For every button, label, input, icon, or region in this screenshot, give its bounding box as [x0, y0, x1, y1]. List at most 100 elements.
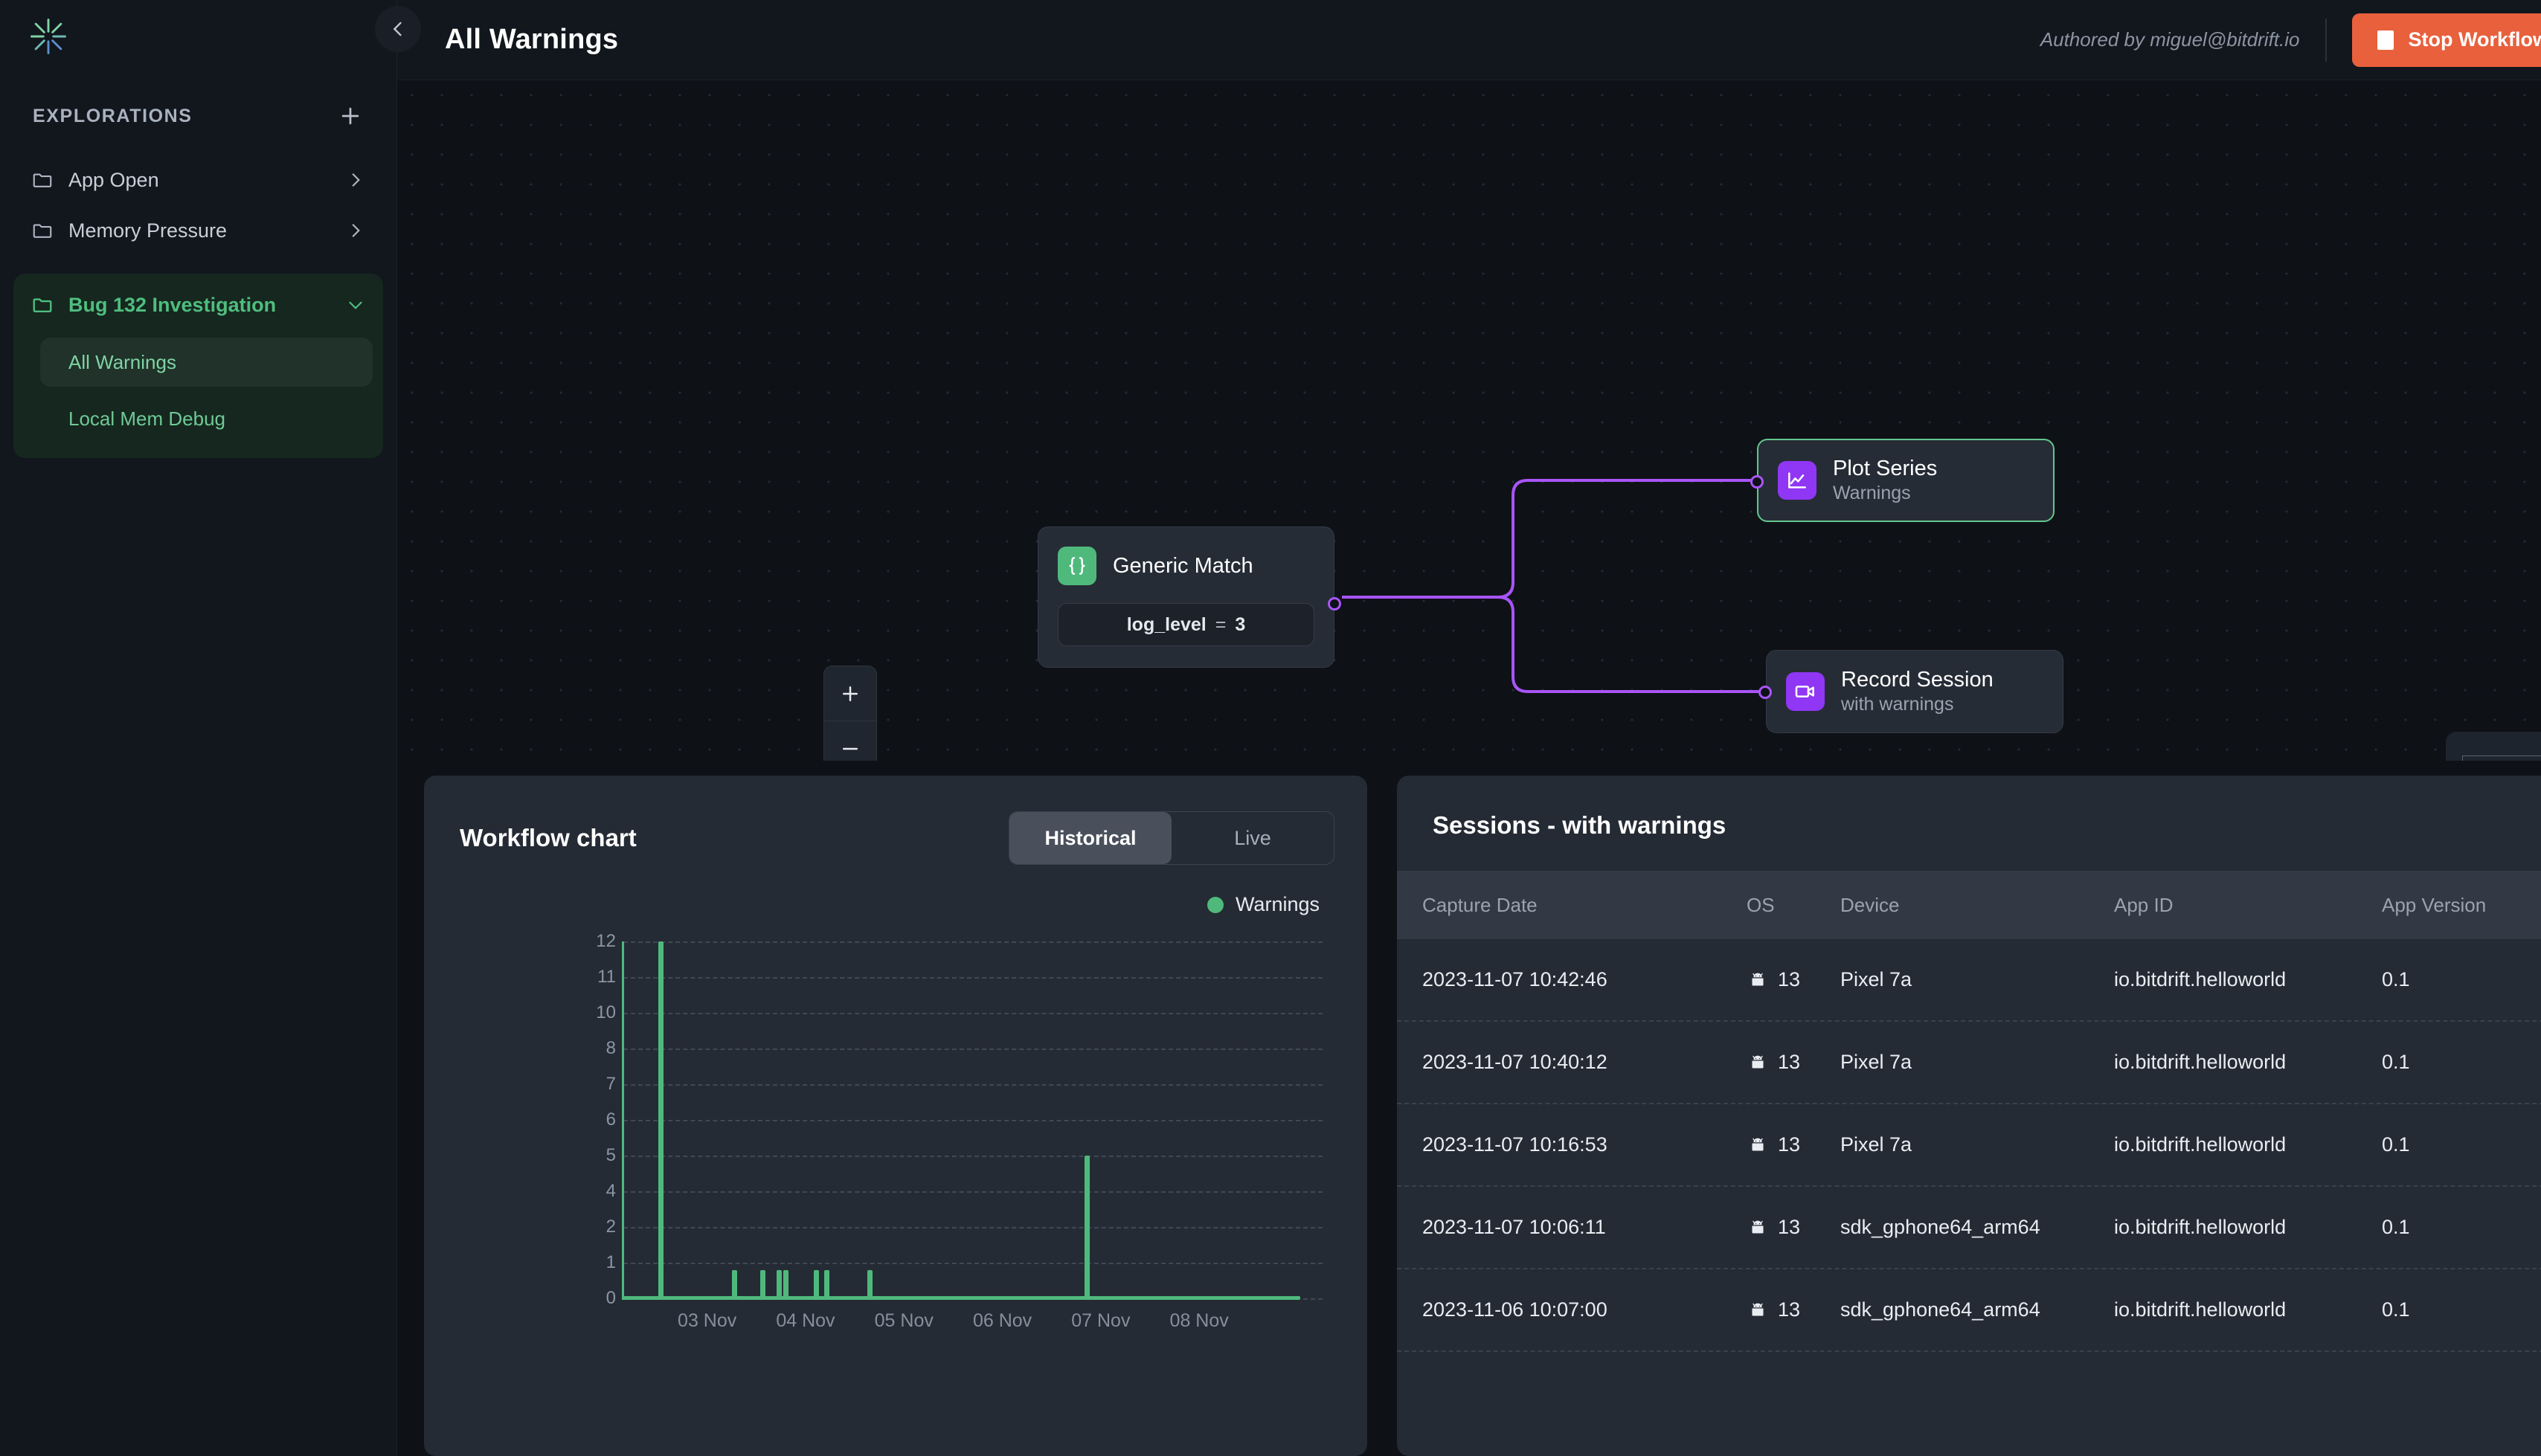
collapse-sidebar-button[interactable] [375, 6, 421, 52]
workflow-node-record-session[interactable]: Record Session with warnings [1766, 650, 2063, 733]
chart-bar[interactable] [777, 1270, 782, 1298]
chart-series-warnings [622, 941, 1278, 1298]
tab-live[interactable]: Live [1172, 812, 1334, 864]
canvas-zoom-controls [823, 666, 877, 761]
cell-device: Pixel 7a [1840, 968, 2114, 991]
chart-y-tick-label: 0 [424, 1288, 616, 1309]
exploration-tree: App Open Memory Pressure [0, 155, 396, 458]
os-version-label: 13 [1778, 1298, 1800, 1321]
table-row[interactable]: 2023-11-07 10:16:5313Pixel 7aio.bitdrift… [1397, 1104, 2541, 1187]
sidebar-item-all-warnings[interactable]: All Warnings [40, 338, 373, 387]
chart-bar[interactable] [658, 941, 664, 1298]
stop-square-icon [2377, 30, 2394, 50]
zoom-in-button[interactable] [824, 666, 876, 721]
minimap-viewport-frame[interactable] [2462, 756, 2541, 761]
stop-workflow-button[interactable]: Stop Workflow [2352, 13, 2541, 67]
chart-header: Workflow chart Historical Live [424, 776, 1367, 865]
node-title: Record Session [1841, 668, 1994, 692]
chevron-right-icon[interactable] [344, 169, 367, 191]
stop-workflow-label: Stop Workflow [2409, 28, 2541, 51]
sidebar-child-label: All Warnings [68, 351, 176, 374]
chart-bar[interactable] [1085, 1156, 1090, 1298]
chart-y-tick-label: 1 [424, 1252, 616, 1273]
video-camera-icon [1786, 672, 1825, 711]
chart-x-axis-labels: 03 Nov04 Nov05 Nov06 Nov07 Nov08 Nov [622, 1310, 1278, 1352]
app-logo[interactable] [0, 0, 396, 77]
sessions-panel-title: Sessions - with warnings [1433, 811, 1726, 839]
node-input-port[interactable] [1758, 686, 1772, 699]
column-header-capture-date[interactable]: Capture Date [1397, 894, 1747, 917]
node-title: Generic Match [1113, 554, 1253, 579]
cell-app-version: 0.1 [2382, 1216, 2541, 1239]
cell-capture-date: 2023-11-06 10:07:00 [1397, 1298, 1747, 1321]
legend-label: Warnings [1236, 893, 1320, 916]
cell-app-version: 0.1 [2382, 1051, 2541, 1074]
plus-icon [839, 683, 861, 705]
condition-value: 3 [1235, 614, 1245, 636]
os-version-label: 13 [1778, 1216, 1800, 1239]
cell-app-version: 0.1 [2382, 1298, 2541, 1321]
column-header-app-id[interactable]: App ID [2114, 894, 2382, 917]
chart-bar[interactable] [824, 1270, 829, 1298]
table-header-row: Capture Date OS Device App ID App Versio… [1397, 871, 2541, 939]
chart-bar[interactable] [867, 1270, 873, 1298]
os-version-label: 13 [1778, 1051, 1800, 1074]
cell-device: sdk_gphone64_arm64 [1840, 1216, 2114, 1239]
table-row[interactable]: 2023-11-07 10:42:4613Pixel 7aio.bitdrift… [1397, 939, 2541, 1022]
sidebar-item-label: Memory Pressure [68, 219, 331, 242]
chart-bar[interactable] [814, 1270, 819, 1298]
chart-y-tick-label: 5 [424, 1145, 616, 1166]
cell-os: 13 [1747, 968, 1840, 991]
plus-icon [338, 103, 363, 129]
node-input-port[interactable] [1750, 475, 1764, 489]
chart-bar[interactable] [783, 1270, 788, 1298]
sidebar-item-memory-pressure[interactable]: Memory Pressure [13, 205, 383, 256]
chart-x-tick-label: 05 Nov [875, 1310, 934, 1332]
zoom-out-button[interactable] [824, 721, 876, 761]
workflow-chart-panel: Workflow chart Historical Live Warnings … [424, 776, 1367, 1456]
node-texts: Plot Series Warnings [1833, 457, 1937, 504]
os-version-label: 13 [1778, 968, 1800, 991]
cell-app-version: 0.1 [2382, 1133, 2541, 1156]
chevron-right-icon[interactable] [344, 219, 367, 242]
table-row[interactable]: 2023-11-07 10:06:1113sdk_gphone64_arm64i… [1397, 1187, 2541, 1269]
workflow-node-generic-match[interactable]: Generic Match log_level = 3 [1038, 526, 1334, 668]
node-header: Generic Match [1058, 547, 1314, 585]
cell-os: 13 [1747, 1051, 1840, 1074]
table-rows: 2023-11-07 10:42:4613Pixel 7aio.bitdrift… [1397, 939, 2541, 1352]
column-header-app-version[interactable]: App Version [2382, 894, 2541, 917]
page-title: All Warnings [445, 24, 618, 56]
workflow-node-plot-series[interactable]: Plot Series Warnings [1757, 439, 2055, 522]
table-row[interactable]: 2023-11-07 10:40:1213Pixel 7aio.bitdrift… [1397, 1022, 2541, 1104]
canvas-minimap[interactable] [2446, 732, 2541, 761]
os-version-label: 13 [1778, 1133, 1800, 1156]
cell-app-id: io.bitdrift.helloworld [2114, 1133, 2382, 1156]
node-title: Plot Series [1833, 457, 1937, 481]
chevron-down-icon[interactable] [344, 294, 367, 316]
column-header-device[interactable]: Device [1840, 894, 2114, 917]
cell-device: Pixel 7a [1840, 1133, 2114, 1156]
folder-icon [30, 292, 55, 318]
chart-bar[interactable] [760, 1270, 765, 1298]
workflow-canvas[interactable]: Generic Match log_level = 3 Plot Series [397, 80, 2541, 761]
table-row[interactable]: 2023-11-06 10:07:0013sdk_gphone64_arm64i… [1397, 1269, 2541, 1352]
chart-plot-area[interactable]: 12111087654210 03 Nov04 Nov05 Nov06 Nov0… [424, 941, 1367, 1358]
condition-operator: = [1215, 614, 1227, 636]
condition-key: log_level [1127, 614, 1207, 636]
column-header-os[interactable]: OS [1747, 894, 1840, 917]
android-icon [1747, 1134, 1769, 1156]
chart-bar[interactable] [732, 1270, 737, 1298]
chart-y-tick-label: 7 [424, 1074, 616, 1095]
chart-x-tick-label: 03 Nov [678, 1310, 736, 1332]
chart-panel-title: Workflow chart [460, 824, 637, 852]
sidebar-item-app-open[interactable]: App Open [13, 155, 383, 205]
sidebar-item-bug-132-investigation[interactable]: Bug 132 Investigation [13, 280, 383, 330]
node-output-port[interactable] [1328, 597, 1341, 611]
android-icon [1747, 1299, 1769, 1321]
add-exploration-button[interactable] [335, 101, 365, 131]
sidebar-item-local-mem-debug[interactable]: Local Mem Debug [40, 394, 373, 443]
table-body-scroll[interactable]: 2023-11-07 10:42:4613Pixel 7aio.bitdrift… [1397, 939, 2541, 1456]
bottom-panels: Workflow chart Historical Live Warnings … [397, 761, 2541, 1456]
tab-historical[interactable]: Historical [1009, 812, 1172, 864]
main-area: All Warnings Authored by miguel@bitdrift… [397, 0, 2541, 1456]
